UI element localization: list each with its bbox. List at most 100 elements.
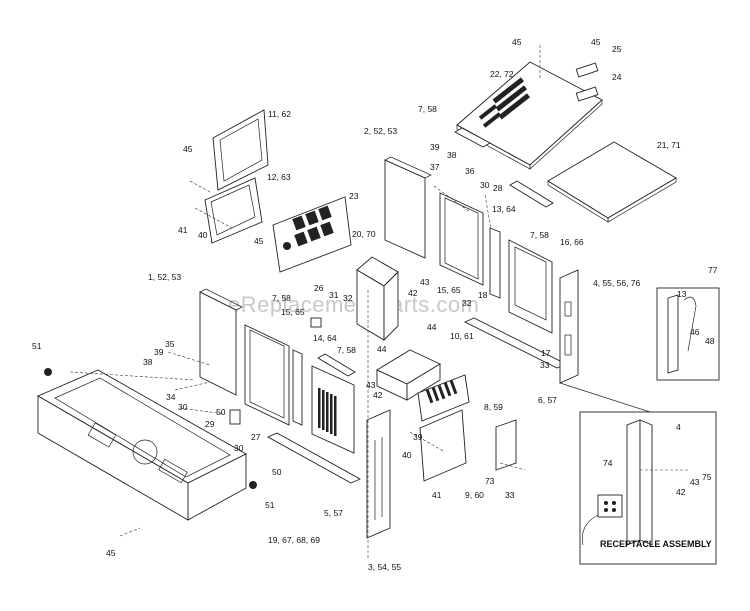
rail-7-low [317,353,356,377]
plate-24 [575,86,599,102]
box-20-70 [356,256,399,342]
label-35: 35 [165,339,175,349]
label-19-67-68-69: 19, 67, 68, 69 [268,535,320,545]
part-labels: 45 45 25 24 22, 72 11, 62 45 12, 63 23 4… [32,37,718,572]
label-73: 73 [485,476,495,486]
label-45: 45 [591,37,601,47]
label-6-57: 6, 57 [538,395,557,405]
side-panel-2 [384,156,432,259]
label-39: 39 [430,142,440,152]
label-44: 44 [427,322,437,332]
label-45: 45 [183,144,193,154]
label-22-72: 22, 72 [490,69,514,79]
label-38: 38 [447,150,457,160]
column-4 [559,269,579,384]
label-31: 31 [329,290,339,300]
plate-25 [575,62,599,78]
label-14-64: 14, 64 [313,333,337,343]
label-41: 41 [178,225,188,235]
label-77: 77 [708,265,718,275]
door-panel-15-lower [244,324,290,426]
label-30: 30 [178,402,188,412]
label-38: 38 [143,357,153,367]
label-5-57: 5, 57 [324,508,343,518]
side-panel-1 [199,288,243,396]
label-46: 46 [690,327,700,337]
label-45: 45 [254,236,264,246]
label-13: 13 [677,289,687,299]
box-10-61 [376,349,441,401]
label-33: 33 [505,490,515,500]
label-2-52-53: 2, 52, 53 [364,126,397,136]
rail-7-mid [509,180,554,208]
label-25: 25 [612,44,622,54]
label-18: 18 [478,290,488,300]
label-7-58: 7, 58 [418,104,437,114]
label-26: 26 [314,283,324,293]
label-7-58: 7, 58 [272,293,291,303]
floor-panel [547,141,677,219]
label-21-71: 21, 71 [657,140,681,150]
bolt-51-b [249,481,257,489]
column-3 [366,409,391,539]
label-42: 42 [408,288,418,298]
panel-13-64 [489,227,501,299]
base-rail-5 [266,432,362,484]
label-74: 74 [603,458,613,468]
label-42: 42 [373,390,383,400]
label-36: 36 [465,166,475,176]
grille-panel-23 [272,196,352,273]
label-51: 51 [265,500,275,510]
label-17: 17 [541,348,551,358]
label-16-66: 16, 66 [560,237,584,247]
label-50: 50 [272,467,282,477]
label-43: 43 [690,477,700,487]
label-51: 51 [32,341,42,351]
label-43: 43 [420,277,430,287]
part-31 [310,317,322,328]
watermark: eReplacementParts.com [228,292,479,317]
label-8-59: 8, 59 [484,402,503,412]
filter-frame-11 [212,109,269,191]
label-39: 39 [413,432,423,442]
label-4: 4 [676,422,681,432]
bolt-51-a [44,368,52,376]
label-30: 30 [480,180,490,190]
label-40: 40 [402,450,412,460]
label-23: 23 [349,191,359,201]
receptacle-assembly-label: RECEPTACLE ASSEMBLY [600,539,712,549]
label-12-63: 12, 63 [267,172,291,182]
filter-frame-12 [204,177,263,244]
grille-panel-19 [311,365,355,454]
label-32: 32 [462,298,472,308]
label-37: 37 [430,162,440,172]
label-75: 75 [702,472,712,482]
inset-detail-77 [656,287,720,381]
label-27: 27 [251,432,261,442]
label-29: 29 [205,419,215,429]
label-15-65: 15, 65 [281,307,305,317]
label-50: 50 [216,407,226,417]
receptacle-assembly-callout [579,411,717,565]
label-1-52-53: 1, 52, 53 [148,272,181,282]
label-45: 45 [106,548,116,558]
label-7-58: 7, 58 [530,230,549,240]
grille-panel-8 [417,374,470,422]
label-13-64: 13, 64 [492,204,516,214]
bracket-73 [495,419,517,471]
label-33: 33 [540,360,550,370]
label-11-62: 11, 62 [268,109,291,119]
panel-16-66 [508,239,553,334]
label-40: 40 [198,230,208,240]
top-cover-panel [456,61,603,170]
base-chassis [37,369,247,521]
label-44: 44 [377,344,387,354]
label-7-58: 7, 58 [337,345,356,355]
panel-14-64 [292,349,303,426]
label-4-55-56-76: 4, 55, 56, 76 [593,278,641,288]
door-panel-15-upper [439,192,484,286]
part-50 [229,409,241,425]
label-45: 45 [512,37,522,47]
rail-7-top [454,127,491,148]
